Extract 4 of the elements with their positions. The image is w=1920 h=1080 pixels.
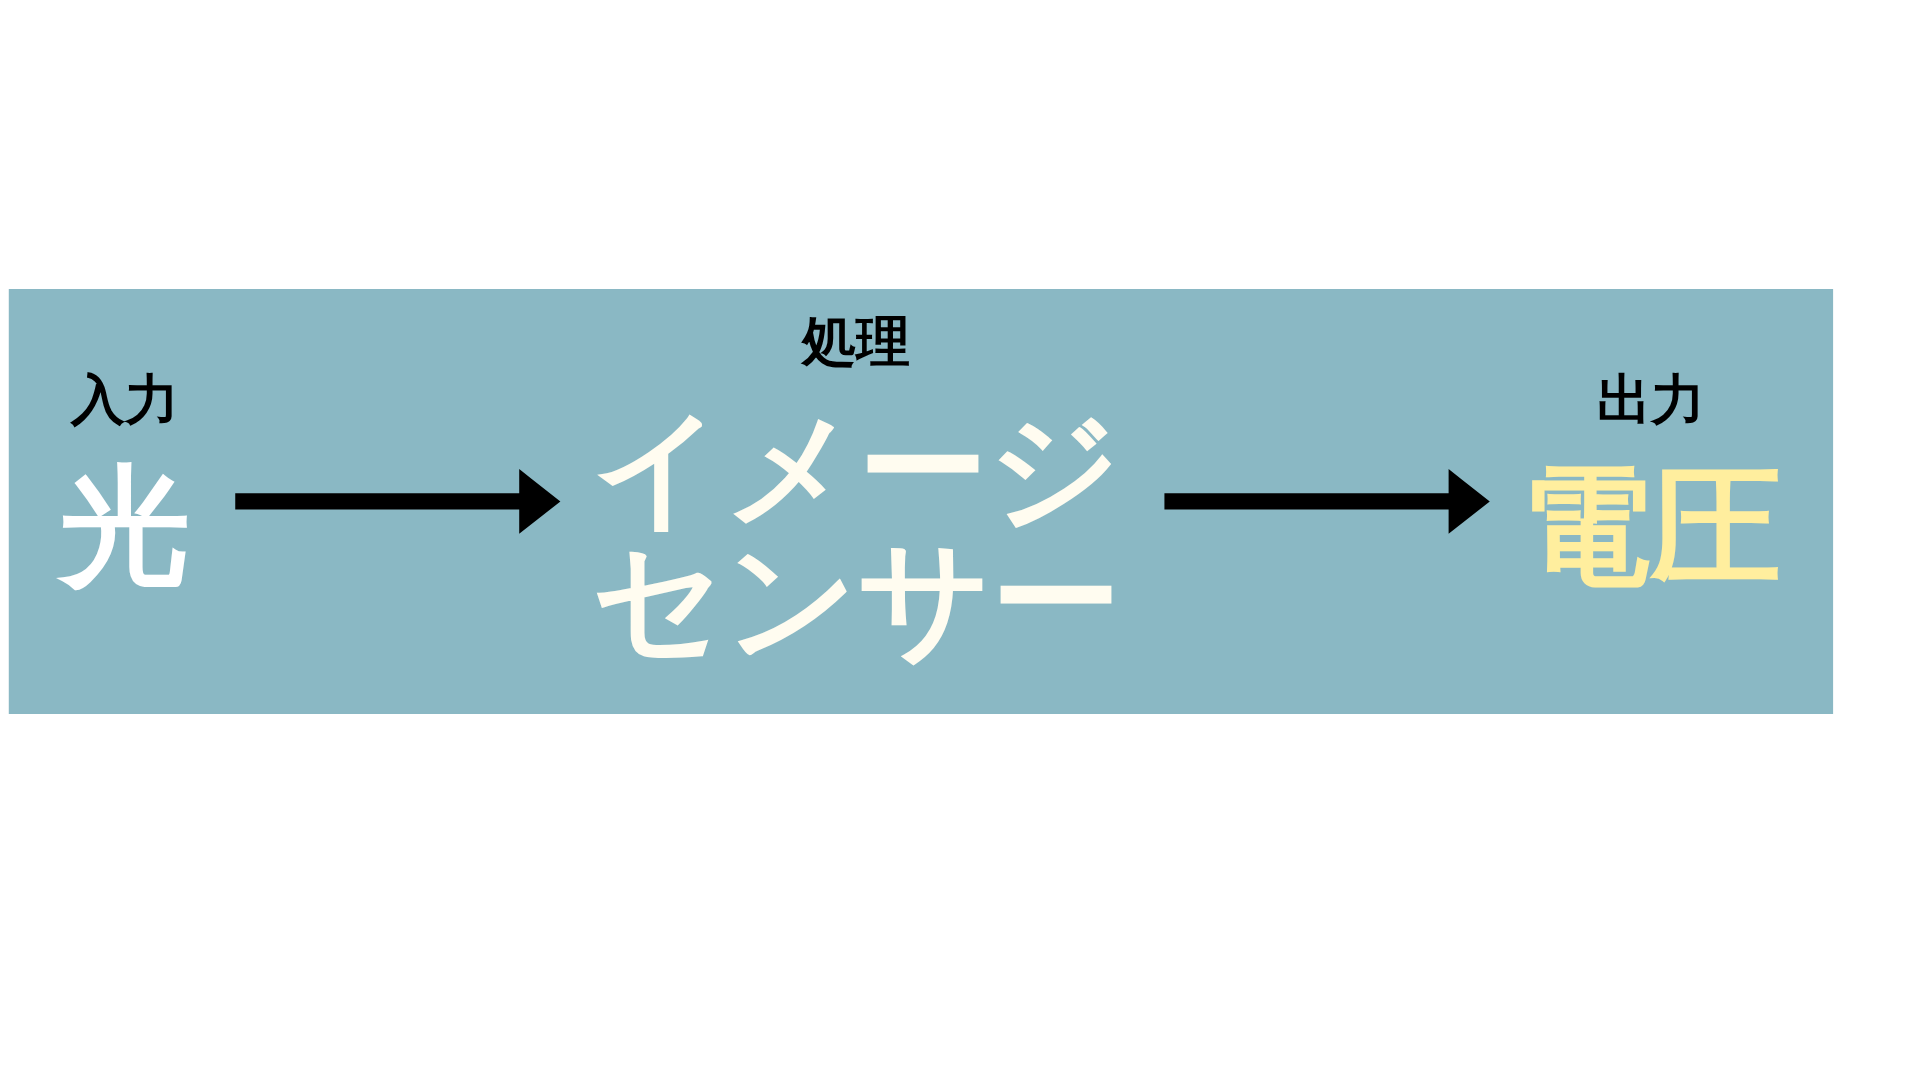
arrow (1164, 468, 1490, 534)
arrow (235, 468, 561, 534)
node-text: 処理 イメージセンサー (591, 309, 1121, 675)
node-text: 出力 電圧 (1521, 367, 1782, 602)
